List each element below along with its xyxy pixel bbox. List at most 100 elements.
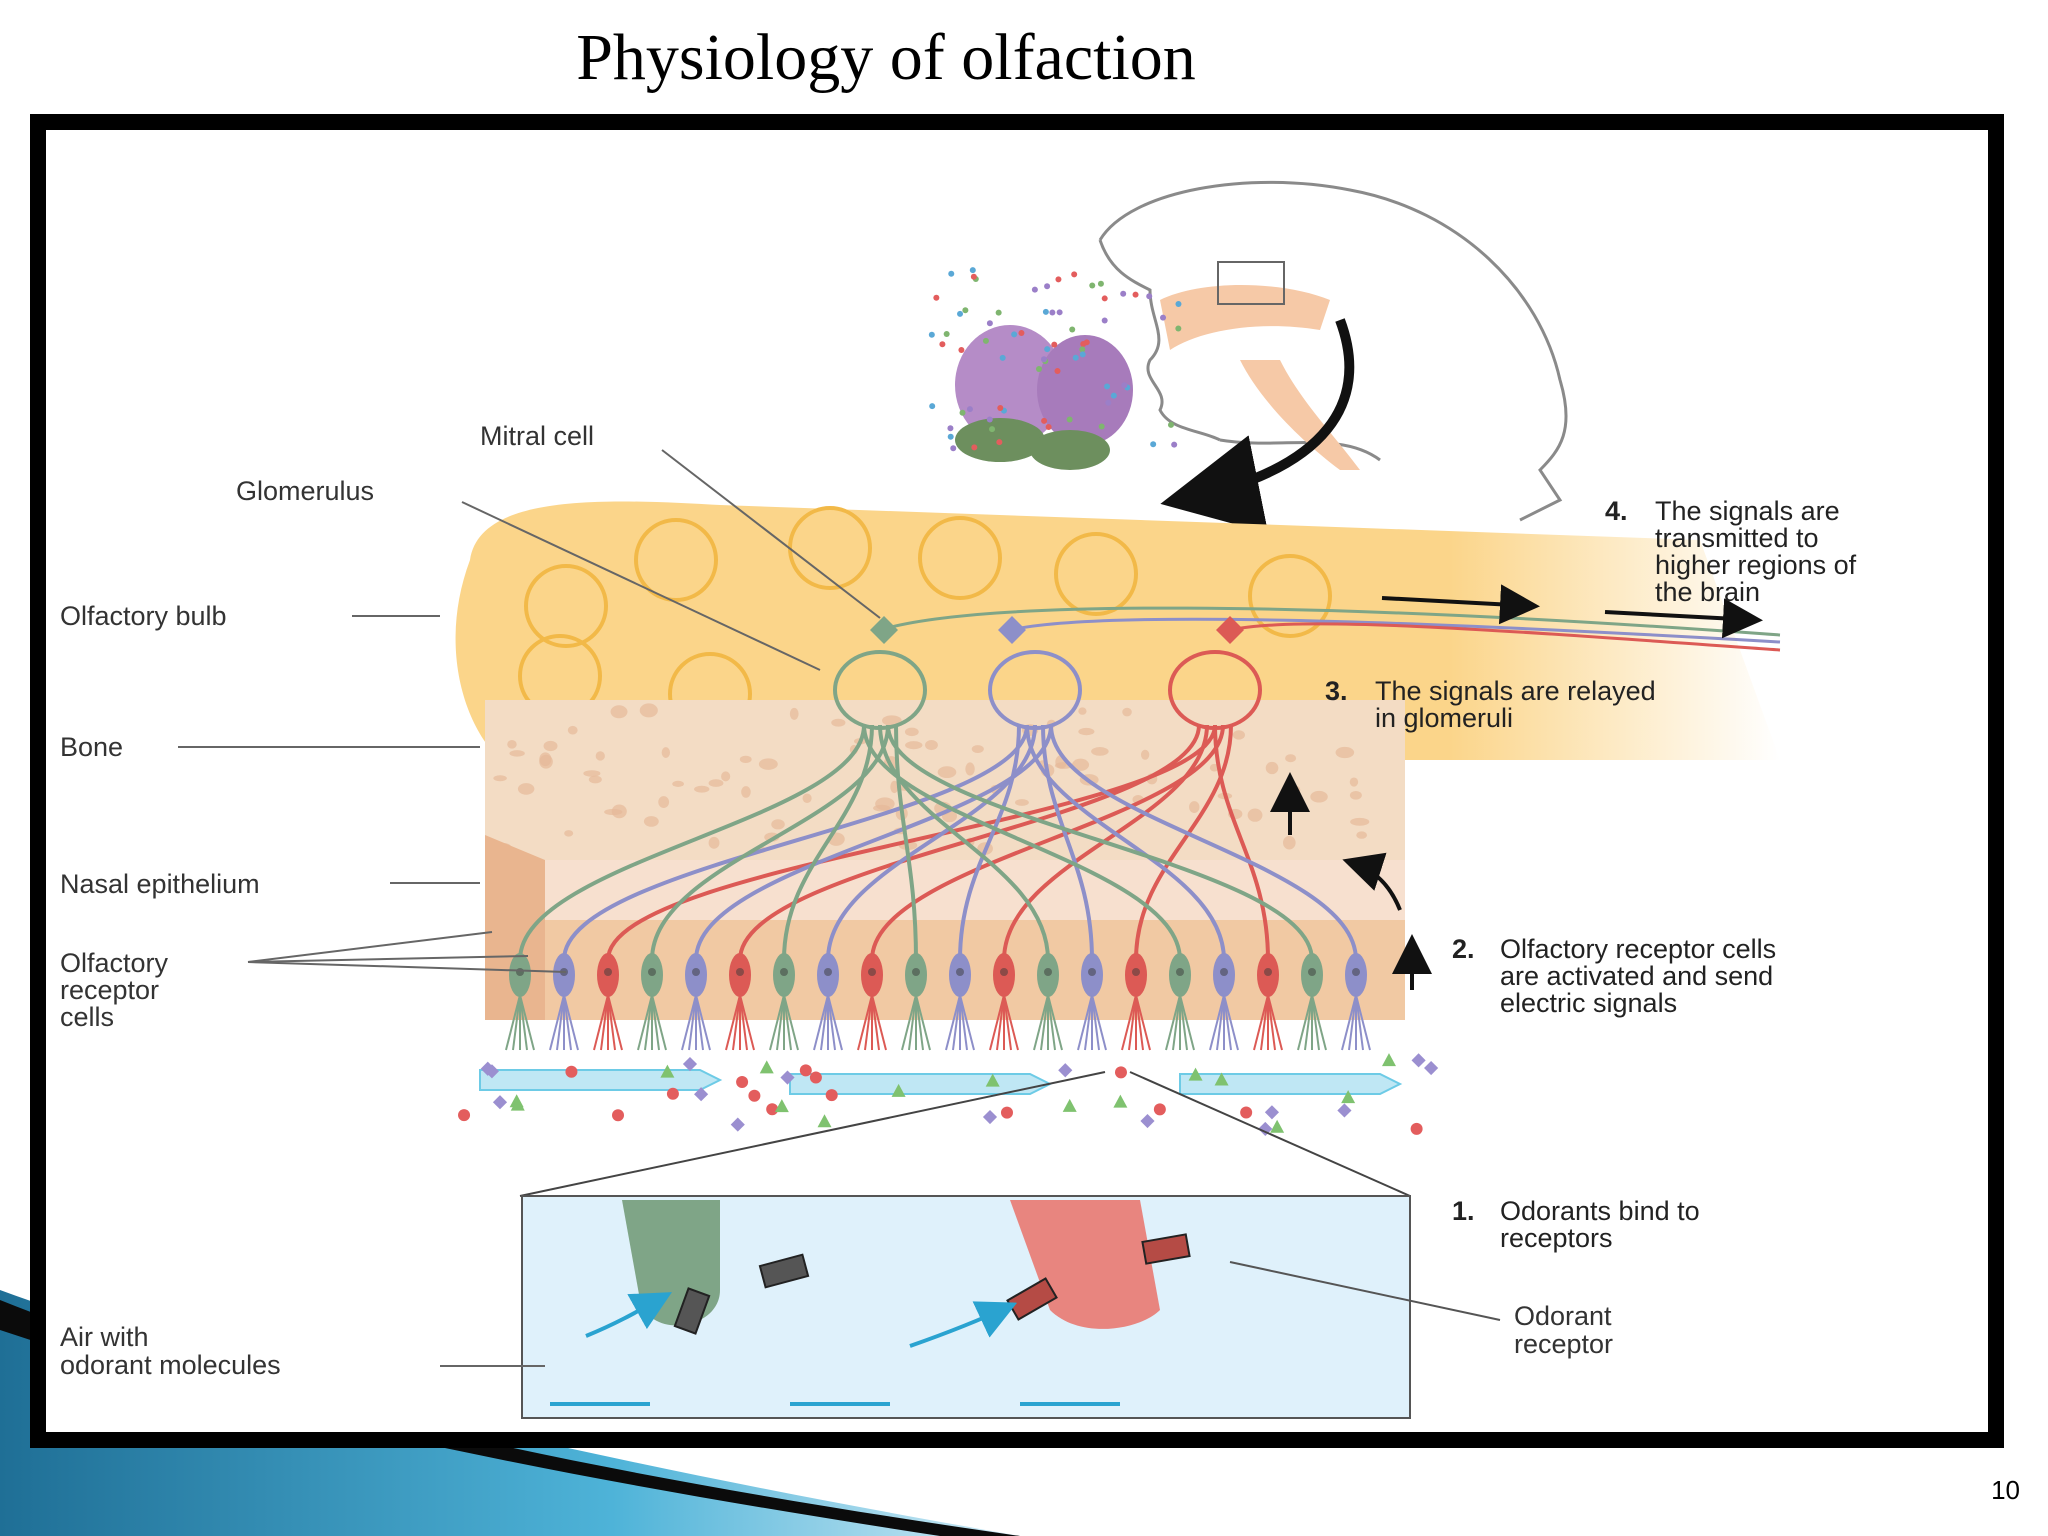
bone-texture-mark <box>588 775 602 784</box>
odorant-molecule <box>660 1064 675 1078</box>
bone-texture-mark <box>1291 785 1301 794</box>
receptor-cilium <box>1165 994 1181 1051</box>
olfactory-receptor-cells-label: Olfactory receptor cells <box>60 948 176 1032</box>
bone-texture-mark <box>658 796 670 809</box>
bone-texture-mark <box>1014 799 1029 806</box>
throat-shape <box>1240 360 1360 470</box>
receptor-cilium <box>959 994 975 1051</box>
receptor-cilium <box>1260 994 1269 1051</box>
receptor-cilium <box>1135 994 1144 1051</box>
odor-dot <box>947 425 954 432</box>
receptor-cilium <box>1121 994 1137 1051</box>
receptor-cilium <box>1135 994 1151 1051</box>
bone-texture-mark <box>890 780 899 794</box>
receptor-axon <box>606 724 1217 961</box>
odor-dot <box>1160 314 1167 321</box>
receptor-cilium <box>776 994 785 1051</box>
receptor-cell-nucleus <box>1308 968 1316 976</box>
receptor-cilium <box>1172 994 1181 1051</box>
odor-dot <box>1171 441 1178 448</box>
odor-dot <box>1071 271 1078 278</box>
receptor-cell-nucleus <box>1352 968 1360 976</box>
odorant-receptor-pointer <box>1229 1261 1501 1321</box>
receptor-cilium <box>915 994 924 1051</box>
odorant-molecule <box>1341 1090 1356 1104</box>
odor-dot <box>1098 423 1105 430</box>
odor-dot <box>1121 382 1128 389</box>
receptor-cilium <box>1091 994 1100 1051</box>
receptor-cilium <box>827 994 836 1051</box>
receptor-cilium <box>1267 994 1276 1051</box>
air-odorant-label: Air with odorant molecules <box>60 1322 281 1380</box>
odor-dot <box>971 444 978 451</box>
receptor-cell-nucleus <box>780 968 788 976</box>
glomeruli-circles <box>518 506 1332 736</box>
receptor-cilium <box>651 994 667 1051</box>
odor-dot <box>996 439 1003 446</box>
odorant-molecule <box>1270 1119 1285 1133</box>
receptor-axon <box>1213 724 1270 961</box>
bone-texture-mark <box>509 750 525 757</box>
odor-dot <box>1042 308 1049 315</box>
lilac-flower-illustration <box>955 325 1133 470</box>
signal-arrow-higher-1 <box>1381 584 1540 625</box>
bone-texture-mark <box>802 793 812 804</box>
receptor-cell-nucleus <box>648 968 656 976</box>
odorant-molecule <box>774 1099 789 1113</box>
receptor-cilium <box>945 994 961 1051</box>
receptor-cilium <box>1297 994 1313 1051</box>
odor-dot <box>1018 330 1025 337</box>
receptor-cilium <box>1253 994 1269 1051</box>
odor-dots <box>928 267 1182 452</box>
odor-dot <box>1120 290 1127 297</box>
receptor-cell-nucleus <box>736 968 744 976</box>
slide-title: Physiology of olfaction <box>576 21 1196 94</box>
receptor-cilium <box>563 994 579 1051</box>
receptor-cilium <box>549 994 565 1051</box>
odor-dot <box>1072 354 1079 361</box>
bone-texture-mark <box>1078 707 1087 715</box>
olfactory-bulb-label: Olfactory bulb <box>60 601 227 631</box>
receptor-axon <box>650 724 890 961</box>
receptor-axon <box>518 724 866 961</box>
odor-dot <box>986 320 993 327</box>
odorant-molecule <box>510 1097 525 1111</box>
glomerulus-label: Glomerulus <box>236 476 374 506</box>
zoom-arrow <box>1160 318 1355 534</box>
odorant-molecule <box>817 1114 832 1128</box>
receptor-cilium <box>857 994 873 1051</box>
odor-dot <box>1104 383 1111 390</box>
odorant-molecule <box>682 1056 698 1072</box>
odorant-molecule <box>1140 1113 1155 1129</box>
odor-dot <box>966 406 973 413</box>
bone-texture-mark <box>965 762 975 776</box>
olfactory-bulb-shape <box>455 501 1780 760</box>
receptor-cilium <box>1033 994 1049 1051</box>
inset-connector-right <box>1129 1071 1411 1197</box>
bone-texture-mark <box>1349 790 1362 800</box>
odor-dot <box>958 346 965 353</box>
receptor-cilium <box>1216 994 1225 1051</box>
bone-texture-mark <box>1356 831 1368 839</box>
odor-dot <box>1110 392 1117 399</box>
receptor-cilium <box>1077 994 1093 1051</box>
bone-texture-mark <box>1247 808 1263 822</box>
odorant-molecule <box>612 1109 625 1122</box>
odor-dot <box>950 445 957 452</box>
odorant-molecule <box>736 1076 749 1089</box>
odor-dot <box>970 273 977 280</box>
odorant-molecule <box>766 1103 779 1116</box>
bone-texture-mark <box>672 780 684 787</box>
receptor-cilium <box>556 994 565 1051</box>
odor-dot <box>1175 325 1182 332</box>
bone-texture-mark <box>771 819 785 830</box>
receptor-axon <box>1049 724 1358 961</box>
receptor-cilium <box>1091 994 1107 1051</box>
odor-dot <box>928 331 935 338</box>
receptor-cilium <box>952 994 961 1051</box>
receptor-cilium <box>1084 994 1093 1051</box>
receptor-cilium <box>783 994 799 1051</box>
odor-dot <box>1175 301 1182 308</box>
